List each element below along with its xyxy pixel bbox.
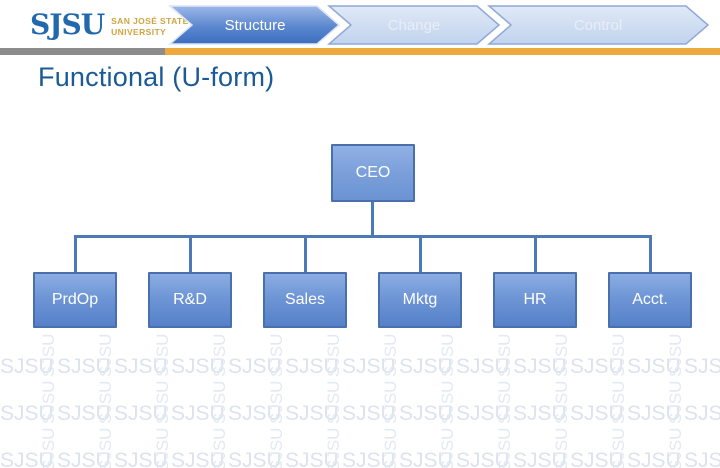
nav-label-control: Control	[574, 17, 622, 34]
connector-drop-2	[189, 235, 192, 272]
connector-drop-6	[649, 235, 652, 272]
logo-subtext-line1: SAN JOSÉ STATE	[111, 15, 189, 26]
logo-subtext-line2: UNIVERSITY	[111, 27, 167, 37]
nav-label-structure: Structure	[225, 17, 286, 34]
connector-drop-1	[74, 235, 77, 272]
org-box-mktg: Mktg	[378, 272, 462, 328]
connector-horizontal	[74, 235, 651, 238]
page-title: Functional (U-form)	[38, 62, 275, 92]
org-box-rnd: R&D	[148, 272, 232, 328]
connector-drop-5	[534, 235, 537, 272]
org-box-acct: Acct.	[608, 272, 692, 328]
nav-item-structure	[167, 5, 341, 45]
header-divider-gray	[0, 48, 165, 55]
org-box-hr: HR	[493, 272, 577, 328]
logo-subtext: SAN JOSÉ STATE UNIVERSITY	[111, 12, 189, 38]
nav-label-change: Change	[388, 17, 441, 34]
nav-item-control	[486, 5, 710, 45]
sjsu-logo: SJSU SAN JOSÉ STATE UNIVERSITY	[30, 11, 189, 39]
connector-drop-3	[304, 235, 307, 272]
connector-root-vertical	[371, 202, 374, 235]
logo-acronym: SJSU	[30, 8, 105, 41]
nav-arrows: Structure Change Control	[167, 5, 710, 45]
nav-item-change	[326, 5, 501, 45]
watermark-pattern: SJSU SJSU	[0, 333, 720, 468]
connector-drop-4	[419, 235, 422, 272]
org-box-ceo: CEO	[331, 144, 415, 202]
org-box-prdop: PrdOp	[33, 272, 117, 328]
org-box-sales: Sales	[263, 272, 347, 328]
header-divider-gold	[165, 48, 720, 55]
